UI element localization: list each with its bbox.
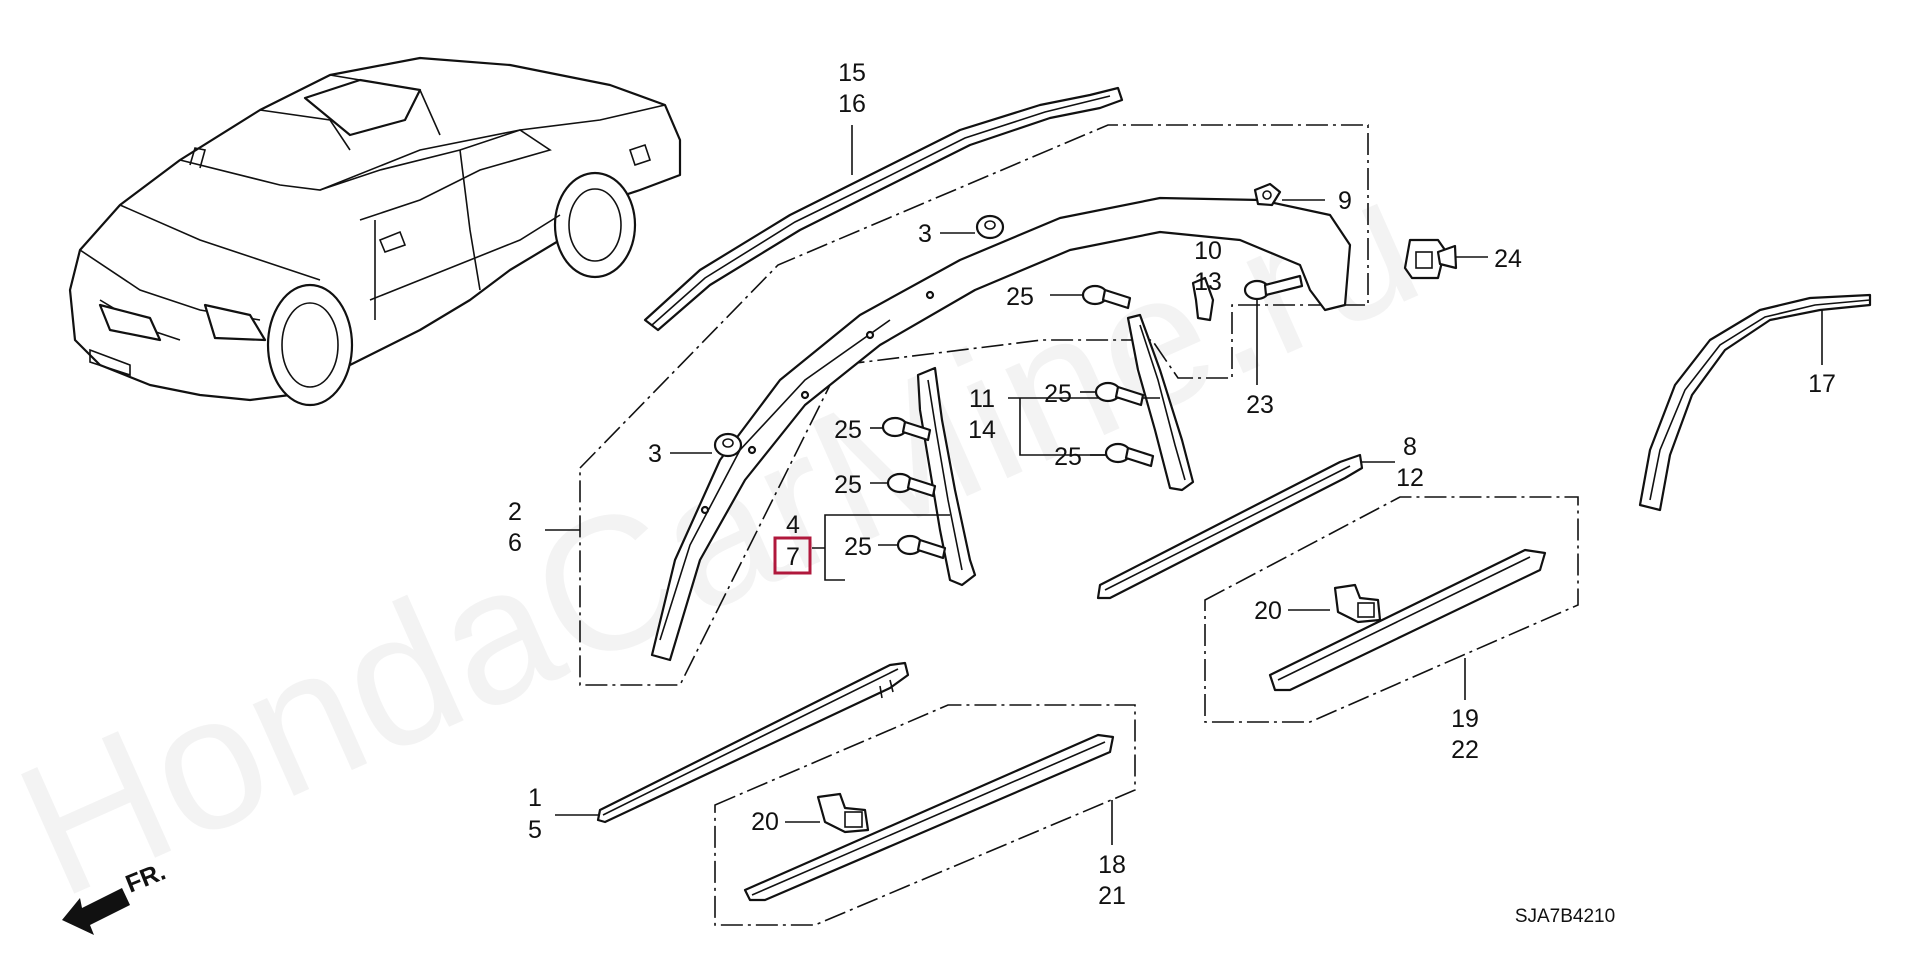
part-3-nut-upper[interactable] <box>975 214 1005 240</box>
screw-25-f[interactable] <box>896 534 947 560</box>
group-outline-19-22 <box>1204 496 1579 723</box>
label-5: 5 <box>528 816 542 844</box>
label-15: 15 <box>838 59 866 87</box>
roof-molding[interactable] <box>643 86 1124 332</box>
group-outline-18-21 <box>714 704 1136 926</box>
pillar-trim-4-7[interactable] <box>916 366 977 587</box>
label-25-f: 25 <box>844 533 872 561</box>
label-23: 23 <box>1246 391 1274 419</box>
diagram-code: SJA7B4210 <box>1515 906 1615 927</box>
label-9: 9 <box>1338 187 1352 215</box>
leader-4-7 <box>812 514 950 581</box>
label-3-lower: 3 <box>648 440 662 468</box>
label-22: 22 <box>1451 736 1479 764</box>
car-illustration <box>68 56 682 407</box>
side-molding-18-21[interactable] <box>743 733 1115 902</box>
belt-molding-1-5[interactable] <box>596 661 910 824</box>
screw-25-e[interactable] <box>886 472 937 498</box>
label-3-upper: 3 <box>918 220 932 248</box>
highlight-box-7[interactable] <box>773 536 812 575</box>
label-6: 6 <box>508 529 522 557</box>
label-16: 16 <box>838 90 866 118</box>
part-24-clip[interactable] <box>1403 238 1458 280</box>
label-20-front: 20 <box>751 808 779 836</box>
label-19: 19 <box>1451 705 1479 733</box>
part-3-nut-lower[interactable] <box>713 432 743 458</box>
screw-25-c[interactable] <box>1104 442 1155 468</box>
label-24: 24 <box>1494 245 1522 273</box>
part-23-screw[interactable] <box>1243 274 1304 301</box>
label-25-a: 25 <box>1006 283 1034 311</box>
label-13: 13 <box>1194 268 1222 296</box>
label-1: 1 <box>528 784 542 812</box>
label-25-e: 25 <box>834 471 862 499</box>
clip-20-rear[interactable] <box>1333 583 1382 624</box>
wheel-arch-molding-17[interactable] <box>1638 293 1872 512</box>
label-21: 21 <box>1098 882 1126 910</box>
label-8: 8 <box>1403 433 1417 461</box>
side-molding-19-22[interactable] <box>1268 548 1547 692</box>
label-7: 7 <box>786 543 800 571</box>
label-2: 2 <box>508 498 522 526</box>
label-25-b: 25 <box>1044 380 1072 408</box>
label-18: 18 <box>1098 851 1126 879</box>
label-20-rear: 20 <box>1254 597 1282 625</box>
clip-20-front[interactable] <box>816 792 870 834</box>
label-14: 14 <box>968 416 996 444</box>
label-10: 10 <box>1194 237 1222 265</box>
label-25-d: 25 <box>834 416 862 444</box>
group-outline-2-6 <box>579 124 1369 686</box>
door-sash-molding[interactable] <box>650 196 1352 662</box>
label-4: 4 <box>786 511 800 539</box>
label-25-c: 25 <box>1054 443 1082 471</box>
label-11: 11 <box>969 385 995 413</box>
pillar-trim-11-14[interactable] <box>1126 313 1195 492</box>
label-17: 17 <box>1808 370 1836 398</box>
screw-25-d[interactable] <box>881 416 932 442</box>
label-12: 12 <box>1396 464 1424 492</box>
belt-molding-8-12[interactable] <box>1096 453 1364 600</box>
screw-25-b[interactable] <box>1094 381 1145 407</box>
part-10-13-piece[interactable] <box>1191 276 1215 322</box>
part-9-clip[interactable] <box>1253 182 1282 207</box>
